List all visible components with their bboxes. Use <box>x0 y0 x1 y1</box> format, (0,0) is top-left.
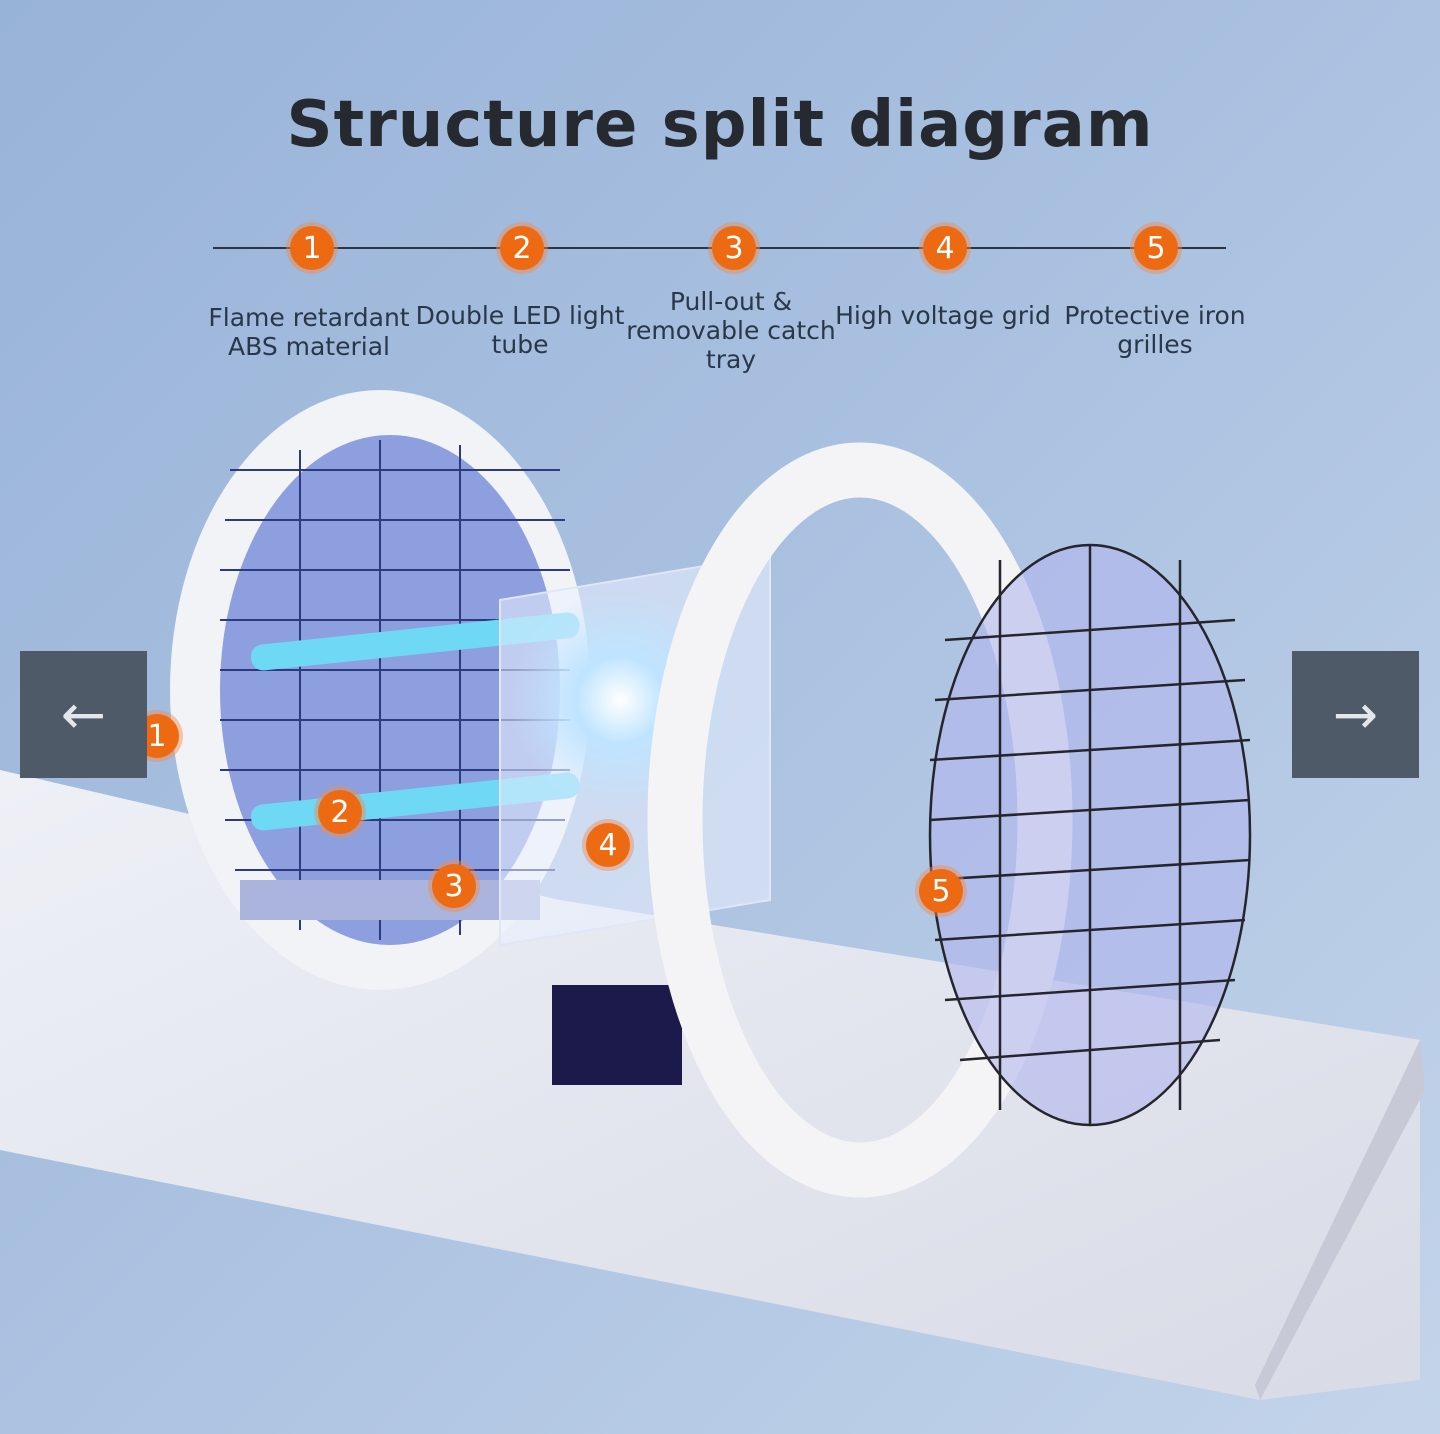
previous-image-button[interactable]: ← <box>20 651 147 778</box>
power-block <box>552 985 682 1085</box>
led-tube <box>250 612 580 671</box>
next-image-button[interactable]: → <box>1292 651 1419 778</box>
step-label-4: High voltage grid <box>835 301 1051 330</box>
protective-iron-grille <box>928 543 1252 1127</box>
step-badge-4: 4 <box>923 226 967 270</box>
arrow-left-icon: ← <box>60 683 107 746</box>
step-badge-3: 3 <box>712 226 756 270</box>
catch-tray <box>240 880 540 920</box>
callout-badge-2: 2 <box>318 790 362 834</box>
step-label-3: Pull-out & removable catch tray <box>626 287 836 374</box>
step-label-5: Protective iron grilles <box>1064 301 1246 359</box>
callout-badge-5: 5 <box>919 869 963 913</box>
step-label-2: Double LED light tube <box>415 301 625 359</box>
arrow-right-icon: → <box>1332 683 1379 746</box>
page-title: Structure split diagram <box>286 88 1154 162</box>
step-badge-1: 1 <box>290 226 334 270</box>
callout-badge-3: 3 <box>432 864 476 908</box>
step-badge-5: 5 <box>1134 226 1178 270</box>
callout-badge-4: 4 <box>586 823 630 867</box>
step-label-1: Flame retardant ABS material <box>208 303 410 361</box>
step-badge-2: 2 <box>500 226 544 270</box>
